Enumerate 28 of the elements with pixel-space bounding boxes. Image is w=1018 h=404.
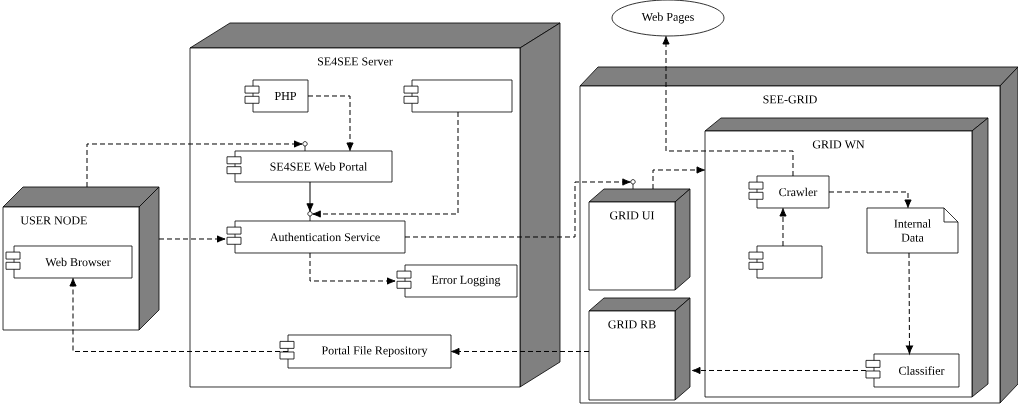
dependency-arrow bbox=[69, 277, 289, 352]
dependency-arrow bbox=[307, 95, 354, 152]
dependency-arrow bbox=[306, 181, 314, 212]
component-box bbox=[748, 245, 823, 279]
component-box: Crawler bbox=[748, 175, 830, 209]
component-box: Authentication Service bbox=[226, 211, 406, 254]
dependency-arrow bbox=[450, 347, 590, 356]
document-artifact: Internal Data bbox=[866, 207, 959, 254]
component-box: Portal File Repository bbox=[279, 334, 452, 369]
dependency-arrow bbox=[86, 140, 303, 188]
component-box: Error Logging bbox=[396, 264, 518, 298]
dependency-arrow bbox=[905, 252, 914, 355]
dependency-arrow bbox=[652, 166, 706, 190]
dependency-arrow bbox=[158, 235, 226, 243]
deployment-node: GRID RB bbox=[588, 297, 691, 401]
dependency-arrow bbox=[312, 111, 459, 218]
dependency-arrow bbox=[779, 207, 787, 247]
dependency-arrow bbox=[662, 35, 794, 177]
component-box: PHP bbox=[244, 79, 309, 113]
dependency-arrow bbox=[691, 366, 867, 375]
deployment-node: GRID UI bbox=[588, 179, 691, 291]
dependency-arrow bbox=[828, 191, 912, 209]
component-box bbox=[403, 79, 513, 113]
component-box: Web Browser bbox=[5, 245, 133, 279]
dependency-arrow bbox=[404, 178, 631, 238]
dependency-arrow bbox=[309, 252, 396, 285]
component-box: SE4SEE Web Portal bbox=[226, 141, 393, 183]
component-box: Classifier bbox=[865, 353, 960, 388]
